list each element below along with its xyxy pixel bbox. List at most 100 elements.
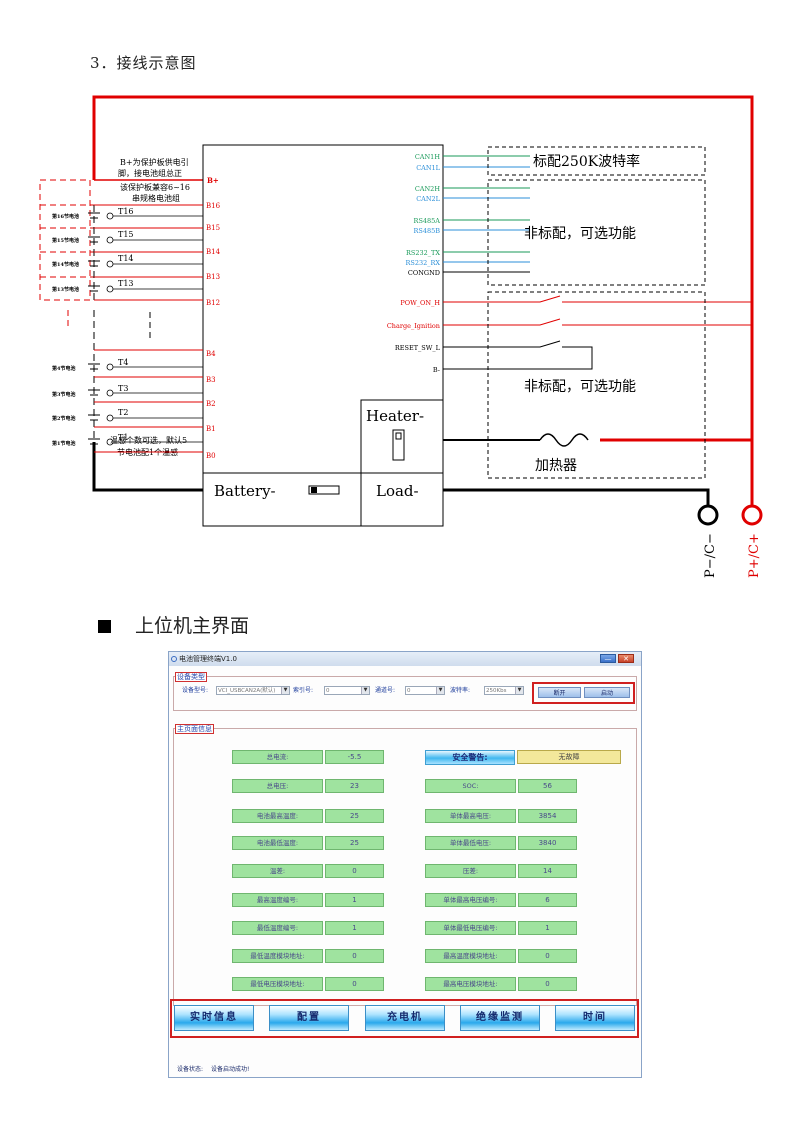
min-cell-voltage-label: 单体最低电压: (425, 836, 516, 850)
channel-value: 0 (407, 688, 411, 694)
close-button[interactable]: ✕ (618, 654, 634, 663)
max-temp-module-value: 0 (518, 949, 577, 963)
baud-select[interactable]: 250Kbs▼ (484, 686, 524, 695)
sensor-t15: T15 (118, 230, 134, 239)
standard-function-box (487, 146, 706, 176)
disconnect-button[interactable]: 断开 (538, 687, 581, 698)
note-top-2: 脚，接电池组总正 (118, 168, 182, 178)
device-model-value: VCI_USBCAN2A(默认) (218, 688, 276, 694)
note-top-4: 串规格电池组 (132, 193, 180, 203)
index-label: 索引号: (293, 687, 314, 694)
cell-14: 第14节电池 (52, 261, 79, 268)
min-temp-id-label: 最低温度编号: (232, 921, 323, 935)
voltage-diff-value: 14 (518, 864, 577, 878)
baud-value: 250Kbs (486, 688, 507, 694)
title-bar: 电池管理终端V1.0 — ✕ (169, 652, 641, 666)
max-cell-voltage-id-label: 单体最高电压编号: (425, 893, 516, 907)
pin-b13: B13 (206, 273, 220, 281)
cell-2: 第2节电池 (52, 415, 75, 422)
section-heading-ui: 上位机主界面 (92, 611, 249, 638)
channel-label: 通道号: (375, 687, 396, 694)
config-button[interactable]: 配置 (269, 1005, 349, 1031)
temp-diff-value: 0 (325, 864, 384, 878)
time-button[interactable]: 时间 (555, 1005, 635, 1031)
min-temp-module-value: 0 (325, 949, 384, 963)
pin-b0: B0 (206, 452, 216, 460)
pin-b2: B2 (206, 400, 216, 408)
p-plus-label: P+/C+ (747, 533, 762, 578)
max-temp-value: 25 (325, 809, 384, 823)
window-title: 电池管理终端V1.0 (179, 655, 237, 663)
device-model-select[interactable]: VCI_USBCAN2A(默认) ▼ (216, 686, 290, 695)
p-minus-terminal (697, 504, 719, 526)
signal-rs232tx: RS232_TX (406, 249, 440, 257)
battery-port-label: Battery- (214, 482, 276, 500)
max-voltage-module-label: 最高电压模块地址: (425, 977, 516, 991)
chevron-down-icon: ▼ (361, 687, 369, 694)
optional-function-label-2: 非标配，可选功能 (524, 379, 636, 395)
max-cell-voltage-value: 3854 (518, 809, 577, 823)
note-top-1: B+为保护板供电引 (120, 157, 189, 167)
optional-cells-box (39, 179, 91, 301)
signal-charge-ignition: Charge_Ignition (387, 322, 440, 330)
pin-b12: B12 (206, 299, 220, 307)
device-model-label: 设备型号: (182, 687, 209, 694)
signal-congnd: CONGND (408, 269, 440, 277)
cell-13: 第13节电池 (52, 286, 79, 293)
pin-b14: B14 (206, 248, 221, 256)
note-top-3: 该保护板兼容6~16 (120, 182, 190, 192)
connect-buttons-highlight (532, 682, 635, 704)
index-value: 0 (326, 688, 330, 694)
min-voltage-module-label: 最低电压模块地址: (232, 977, 323, 991)
heater-port-label: Heater- (366, 407, 424, 425)
signal-can1h: CAN1H (415, 153, 440, 161)
bms-board (202, 144, 444, 527)
minimize-button[interactable]: — (600, 654, 616, 663)
signal-pow-on: POW_ON_H (400, 299, 440, 307)
section-heading-wiring: 3．接线示意图 (90, 54, 197, 72)
total-current-value: -5.5 (325, 750, 384, 764)
min-temp-id-value: 1 (325, 921, 384, 935)
insulation-monitor-button[interactable]: 绝缘监测 (460, 1005, 540, 1031)
signal-reset: RESET_SW_L (395, 344, 441, 352)
signal-rs485b: RS485B (413, 227, 440, 235)
index-select[interactable]: 0▼ (324, 686, 370, 695)
note-bottom-1: 温感个数可选，默认5 (110, 435, 187, 445)
sensor-t4: T4 (118, 358, 128, 367)
max-temp-id-value: 1 (325, 893, 384, 907)
cell-1: 第1节电池 (52, 440, 75, 447)
sensor-t14: T14 (118, 254, 134, 263)
bottom-nav-highlight (170, 999, 639, 1038)
min-cell-voltage-value: 3840 (518, 836, 577, 850)
heater-port-box (360, 399, 444, 474)
min-temp-module-label: 最低温度模块地址: (232, 949, 323, 963)
status-value: 设备启动成功! (210, 1066, 250, 1073)
optional-function-label-1: 非标配，可选功能 (524, 226, 636, 242)
pin-b1: B1 (206, 425, 216, 433)
cell-4: 第4节电池 (52, 365, 75, 372)
b-plus-label: B+ (207, 176, 219, 185)
safety-warning-button[interactable]: 安全警告: (425, 750, 515, 765)
soc-value: 56 (518, 779, 577, 793)
chevron-down-icon: ▼ (281, 687, 289, 694)
start-button[interactable]: 启动 (584, 687, 630, 698)
standard-baud-label: 标配250K波特率 (533, 153, 640, 170)
cell-3: 第3节电池 (52, 391, 75, 398)
min-temp-value: 25 (325, 836, 384, 850)
total-current-label: 总电流: (232, 750, 323, 764)
charger-button[interactable]: 充电机 (365, 1005, 445, 1031)
status-bar: 设备状态: 设备启动成功! (169, 1063, 641, 1077)
channel-select[interactable]: 0▼ (405, 686, 445, 695)
chevron-down-icon: ▼ (436, 687, 444, 694)
cell-16: 第16节电池 (52, 213, 79, 220)
signal-can1l: CAN1L (416, 164, 440, 172)
pin-b15: B15 (206, 224, 220, 232)
p-minus-label: P−/C− (703, 533, 718, 578)
device-type-group (173, 676, 637, 711)
max-temp-module-label: 最高温度模块地址: (425, 949, 516, 963)
square-bullet-icon (98, 620, 111, 633)
realtime-info-button[interactable]: 实时信息 (174, 1005, 254, 1031)
signal-can2l: CAN2L (416, 195, 440, 203)
cell-15: 第15节电池 (52, 237, 79, 244)
sensor-t16: T16 (118, 207, 134, 216)
